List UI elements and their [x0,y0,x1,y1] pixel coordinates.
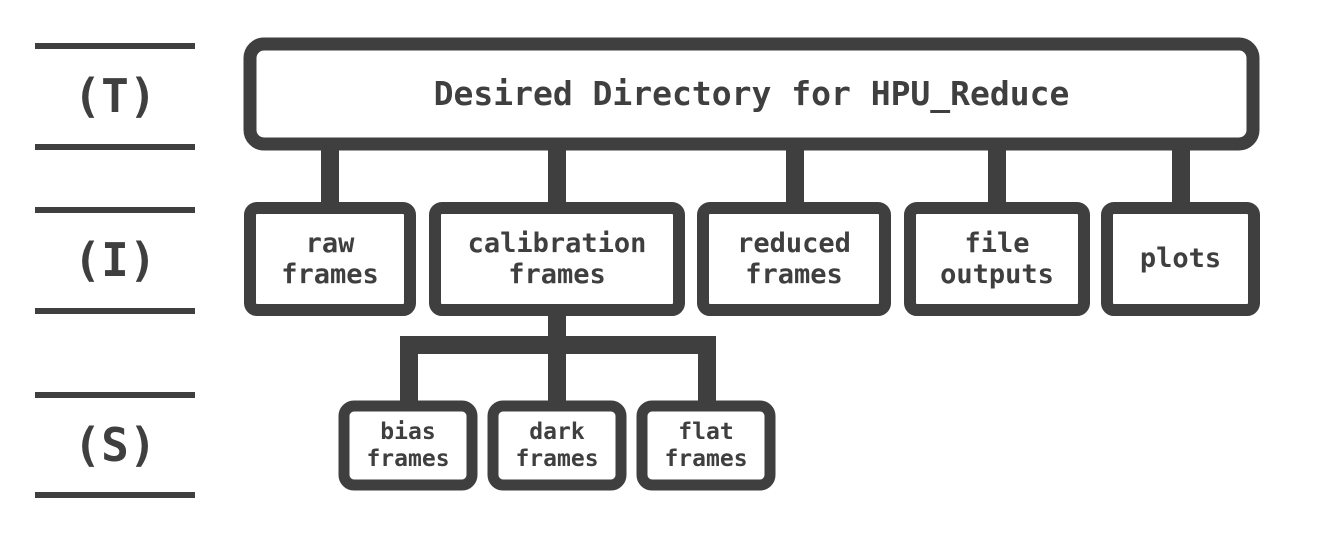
dark-frames-label: dark frames [515,419,599,472]
file-outputs-label: file outputs [940,227,1054,290]
raw-frames-label: raw frames [281,227,379,290]
reduced-frames-label: reduced frames [737,227,851,290]
root-box [243,37,1260,151]
dark-frames-box [487,400,627,491]
bias-frames-label: bias frames [366,419,450,472]
tier-label-t: (T) [73,68,157,123]
plots-label: plots [1139,243,1222,275]
root-label: Desired Directory for HPU_Reduce [433,74,1070,114]
file-outputs-box [904,202,1090,316]
tier-label-i: (I) [73,232,157,287]
raw-frames-box [244,202,416,316]
calibration-frames-box [429,202,685,316]
reduced-frames-box [697,202,891,316]
calibration-frames-label: calibration frames [467,227,647,290]
flat-frames-box [636,400,776,491]
tier-label-s: (S) [73,417,157,472]
bias-frames-box [338,400,478,491]
flat-frames-label: flat frames [664,419,748,472]
plots-box [1101,202,1260,316]
